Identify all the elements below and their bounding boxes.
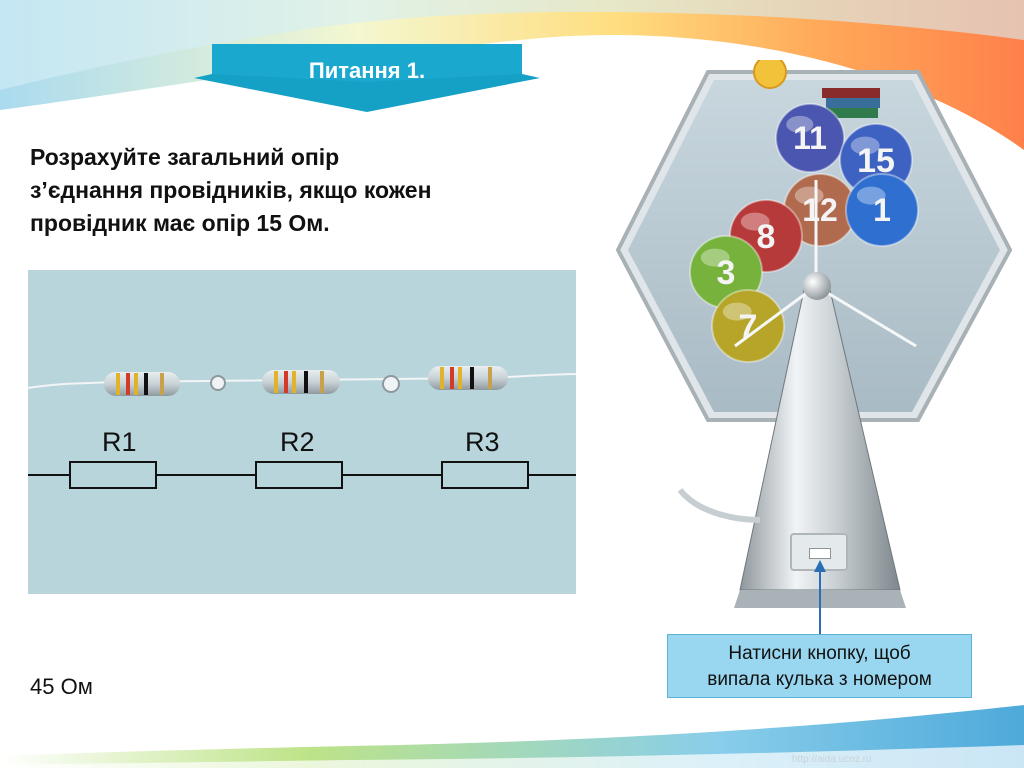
resistor-label-r3: R3 — [465, 427, 500, 457]
knob-icon — [803, 272, 831, 300]
ball-number: 8 — [757, 218, 776, 256]
ball-body — [711, 289, 785, 363]
resistor-label-r1: R1 — [102, 427, 137, 457]
resistor-photo-1 — [104, 372, 180, 396]
books-icon — [820, 88, 880, 118]
circuit-diagram — [28, 366, 576, 489]
ball-number: 1 — [873, 192, 891, 228]
callout-line: Натисни кнопку, щоб — [728, 643, 911, 664]
resistor-schematic — [28, 461, 576, 489]
resistor-photo-2 — [262, 370, 340, 394]
lottery-ball: 7 — [711, 289, 785, 363]
lottery-ball: 11 — [775, 103, 845, 173]
ball-number: 12 — [802, 192, 838, 228]
footer-url: http://aida.ucoz.ru — [792, 754, 872, 765]
banner-title: Питання 1. — [308, 58, 426, 83]
button-slot-icon — [809, 548, 831, 559]
ball-highlight — [786, 115, 814, 133]
circuit-illustration: R1 R2 R3 — [28, 270, 576, 594]
arrow-icon — [814, 560, 826, 636]
ball-number: 15 — [857, 142, 895, 180]
ball-number: 3 — [717, 254, 736, 292]
resistor-label-r2: R2 — [280, 427, 315, 457]
question-line: Розрахуйте загальний опір — [30, 144, 340, 170]
ball-number: 7 — [739, 308, 758, 346]
ball-highlight — [740, 212, 770, 231]
question-line: з’єднання провідників, якщо кожен — [30, 177, 432, 203]
ball-body — [775, 103, 845, 173]
ball-highlight — [722, 302, 752, 321]
ball-highlight — [856, 186, 886, 205]
callout-line: випала кулька з номером — [707, 669, 932, 690]
title-banner — [194, 44, 540, 112]
ball-number: 11 — [793, 120, 827, 156]
lottery-ball: 1 — [845, 173, 919, 247]
lottery-machine: 11 15 12 1 837 — [615, 60, 1013, 608]
ball-highlight — [700, 248, 730, 267]
ball-highlight — [850, 136, 880, 155]
resistor-photo-3 — [428, 366, 508, 390]
question-text: Розрахуйте загальний опір з’єднання пров… — [30, 141, 590, 240]
answer-text: 45 Ом — [30, 674, 93, 699]
question-line: провідник має опір 15 Ом. — [30, 210, 330, 236]
ball-body — [845, 173, 919, 247]
instruction-callout: Натисни кнопку, щоб випала кулька з номе… — [667, 634, 972, 698]
